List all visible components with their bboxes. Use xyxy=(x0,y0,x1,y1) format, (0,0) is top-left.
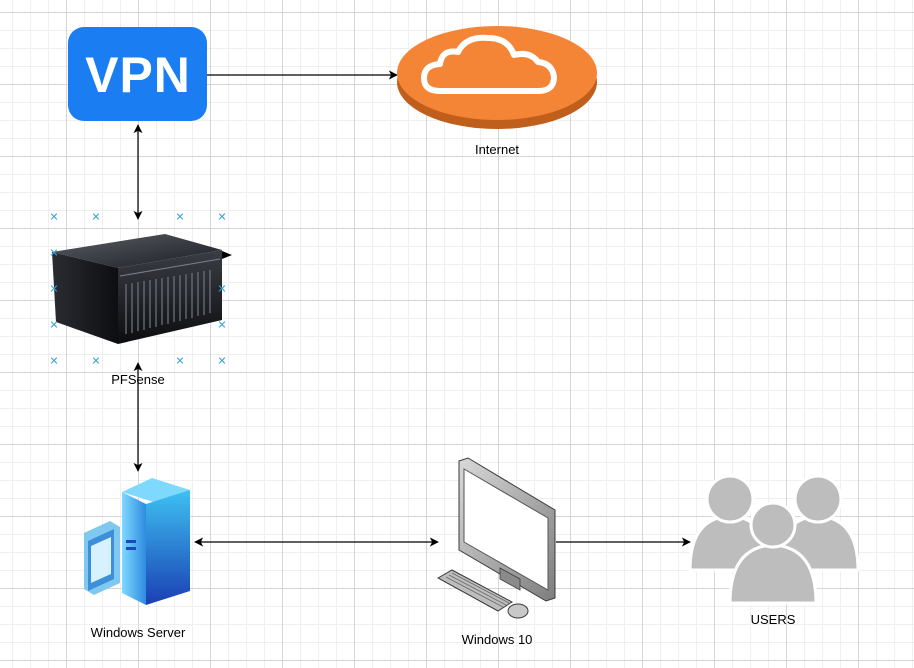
selection-handle[interactable]: ✕ xyxy=(49,283,59,296)
windows-server-icon[interactable] xyxy=(84,478,190,605)
vpn-node-text: VPN xyxy=(85,47,191,103)
users-group-icon[interactable] xyxy=(688,474,860,605)
server-top xyxy=(52,234,222,268)
selection-handle[interactable]: ✕ xyxy=(49,355,59,368)
user-left-head xyxy=(705,474,755,524)
keyboard xyxy=(436,569,513,612)
selection-handle[interactable]: ✕ xyxy=(91,211,101,224)
keyboard-keys xyxy=(445,572,510,608)
mouse xyxy=(507,603,529,619)
windows-server-tower-front xyxy=(146,490,190,605)
monitor-screen xyxy=(463,468,549,591)
selection-handle[interactable]: ✕ xyxy=(49,247,59,260)
user-center-head xyxy=(749,501,797,549)
windows-server-vents xyxy=(126,540,136,550)
cloud-icon[interactable] xyxy=(397,26,597,129)
windows-server-label: Windows Server xyxy=(90,625,186,640)
desktop-computer-icon[interactable] xyxy=(436,457,556,619)
selection-handle[interactable]: ✕ xyxy=(175,355,185,368)
selection-handle[interactable]: ✕ xyxy=(175,211,185,224)
server-rack-icon[interactable] xyxy=(52,234,232,344)
server-outgoing-arrow xyxy=(222,251,232,259)
internet-label: Internet xyxy=(474,142,520,157)
edges xyxy=(133,70,691,547)
windows-server-monitor-screen xyxy=(91,537,111,583)
monitor-stand xyxy=(499,567,521,591)
vpn-node-background xyxy=(68,27,207,121)
user-right-head xyxy=(793,474,843,524)
selection-handle[interactable]: ✕ xyxy=(91,355,101,368)
server-side xyxy=(52,252,118,344)
selection-handle[interactable]: ✕ xyxy=(49,211,59,224)
server-front-bezel xyxy=(119,258,221,277)
selection-handle[interactable]: ✕ xyxy=(49,319,59,332)
vpn-badge-icon[interactable]: VPN xyxy=(68,27,207,121)
users-label: USERS xyxy=(750,612,796,627)
selection-handle[interactable]: ✕ xyxy=(217,283,227,296)
selection-handle[interactable]: ✕ xyxy=(217,355,227,368)
server-drive-bays xyxy=(125,270,211,334)
selection-handle[interactable]: ✕ xyxy=(217,211,227,224)
selection-handle[interactable]: ✕ xyxy=(217,319,227,332)
windows10-label: Windows 10 xyxy=(461,632,533,647)
pfsense-label: PFSense xyxy=(111,372,165,387)
internet-cloud-outline xyxy=(421,34,557,94)
